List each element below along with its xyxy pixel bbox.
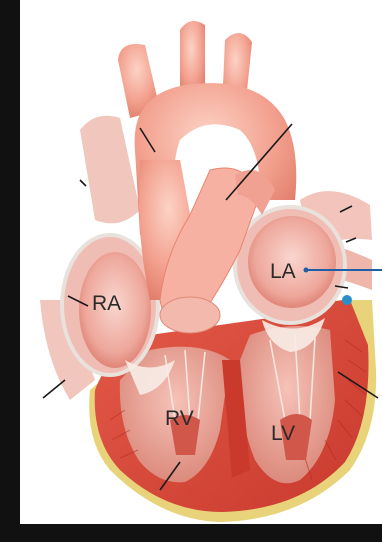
label-left-atrium: LA — [270, 260, 296, 283]
bottom-frame-bar — [0, 524, 382, 542]
left-atrium-pointer-dot — [304, 268, 309, 273]
label-right-atrium: RA — [92, 292, 121, 315]
superior-vena-cava — [80, 116, 140, 224]
pulmonary-valve-cusps — [160, 297, 220, 333]
leader-line-ivc — [43, 380, 65, 398]
leader-line-svc — [80, 180, 86, 186]
label-right-ventricle: RV — [165, 407, 194, 430]
coronary-sinus-dot — [342, 295, 352, 305]
left-frame-bar — [0, 0, 20, 542]
label-left-ventricle: LV — [271, 422, 295, 445]
